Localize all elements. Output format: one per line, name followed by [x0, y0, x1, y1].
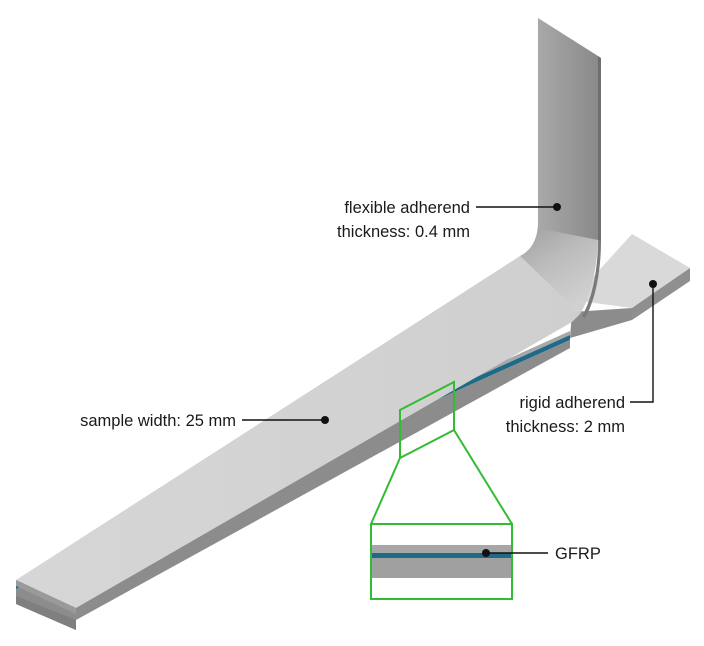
flexible-adherend-thickness-edge	[598, 56, 601, 242]
leader-rigid	[630, 280, 657, 403]
leader-dot-gfrp	[482, 549, 490, 557]
leader-sample-width	[242, 416, 329, 424]
zoom-line-left	[370, 457, 401, 525]
zoom-cross-section-rigid	[371, 558, 512, 578]
label-flexible-adherend: flexible adherend	[344, 199, 470, 217]
label-sample-width: sample width: 25 mm	[80, 412, 236, 430]
flexible-adherend-vertical-face	[538, 18, 598, 240]
label-rigid-thickness: thickness: 2 mm	[506, 418, 625, 436]
rigid-adherend-right-side	[632, 268, 690, 320]
label-rigid-adherend: rigid adherend	[520, 394, 626, 412]
leader-dot-rigid	[649, 280, 657, 288]
leader-dot-sample-width	[321, 416, 329, 424]
zoom-cross-section-flexible	[371, 545, 512, 553]
flexible-adherend-bend-edge	[582, 240, 601, 318]
rigid-adherend-top	[572, 234, 690, 308]
flexible-adherend-bend	[520, 222, 598, 314]
leader-dot-flexible	[553, 203, 561, 211]
label-flexible-thickness: thickness: 0.4 mm	[337, 223, 470, 241]
leader-flexible	[476, 203, 561, 211]
rigid-adherend-front-end	[16, 596, 76, 630]
zoom-box	[370, 523, 513, 600]
label-gfrp: GFRP	[555, 545, 601, 563]
zoom-detail	[370, 380, 513, 600]
bonded-bar-top	[16, 256, 580, 608]
leader-gfrp	[482, 549, 548, 557]
flexible-adherend-peel-arm	[520, 18, 601, 318]
zoom-cross-section-gfrp	[371, 553, 512, 558]
bonded-bar-front-edge	[16, 580, 76, 614]
zoom-line-right	[453, 429, 513, 525]
